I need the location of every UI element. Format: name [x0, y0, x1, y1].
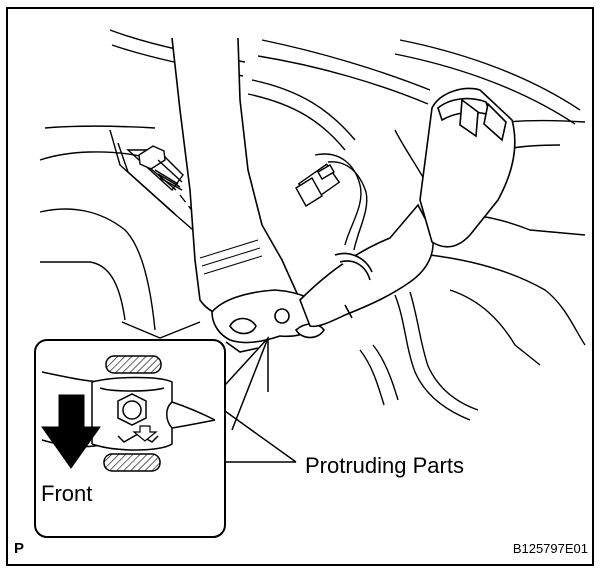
protruding-parts-label: Protruding Parts: [305, 453, 464, 478]
bolt-icon: [138, 145, 183, 191]
detail-anchor-plate: [41, 371, 216, 451]
detail-small-arrow-icon: [132, 425, 158, 442]
protruding-part-top: [105, 355, 162, 374]
seat-belt-webbing: [171, 37, 302, 320]
protruding-part-bottom: [103, 453, 161, 472]
harness-clip: [295, 163, 341, 207]
wire-harness: [109, 29, 581, 421]
front-direction-label: Front: [41, 481, 93, 506]
page-marker: P: [14, 540, 25, 557]
webbing-stitching: [199, 239, 263, 275]
down-arrow-icon: [41, 394, 101, 469]
detail-bolt: [117, 393, 147, 426]
buckle: [419, 87, 516, 248]
figure-code: B125797E01: [512, 541, 588, 556]
belt-anchor: [211, 289, 327, 353]
buckle-cover: [299, 203, 434, 328]
